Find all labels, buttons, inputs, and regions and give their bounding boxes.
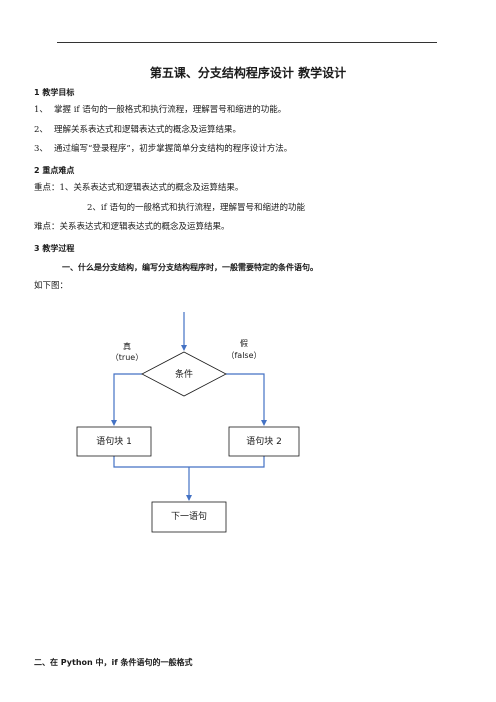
goal-text-2: 理解关系表达式和逻辑表达式的概念及运算结果。	[54, 125, 242, 135]
goal-item-3: 3、通过编写“登录程序”，初步掌握简单分支结构的程序设计方法。	[34, 144, 292, 155]
section-1-title: 一、什么是分支结构，编写分支结构程序时，一般需要特定的条件语句。	[62, 263, 318, 272]
condition-diamond	[141, 351, 227, 397]
section-2-title: 二、在 Python 中，if 条件语句的一般格式	[34, 658, 193, 667]
true-branch-line	[111, 373, 142, 426]
condition-label: 条件	[175, 368, 193, 380]
goal-num-1: 1、	[34, 105, 48, 115]
header-rule	[57, 42, 437, 43]
process-heading: 3 教学过程	[34, 244, 75, 253]
goal-num-3: 3、	[34, 144, 48, 154]
key-heading: 2 重点难点	[34, 166, 75, 175]
goal-item-1: 1、掌握 if 语句的一般格式和执行流程，理解冒号和缩进的功能。	[34, 105, 286, 116]
key-point-1: 重点：1、关系表达式和逻辑表达式的概念及运算结果。	[34, 183, 244, 193]
diagram-intro: 如下图：	[34, 281, 69, 291]
block-1-box	[76, 426, 152, 457]
goal-item-2: 2、理解关系表达式和逻辑表达式的概念及运算结果。	[34, 125, 241, 136]
goal-text-1: 掌握 if 语句的一般格式和执行流程，理解冒号和缩进的功能。	[54, 105, 287, 115]
next-statement-label: 下一语句	[171, 510, 207, 522]
goal-text-3: 通过编写“登录程序”，初步掌握简单分支结构的程序设计方法。	[54, 144, 293, 154]
block-2-box	[228, 426, 300, 457]
goal-num-2: 2、	[34, 125, 48, 135]
next-statement-box	[151, 501, 227, 533]
true-label: 真	[123, 341, 131, 351]
merge-line-left	[113, 456, 265, 468]
false-label: 假	[240, 339, 248, 348]
block-2-label: 语句块 2	[246, 435, 282, 447]
block-1-label: 语句块 1	[96, 435, 132, 447]
key-difficulty: 难点：关系表达式和逻辑表达式的概念及运算结果。	[34, 222, 230, 232]
goals-heading: 1 教学目标	[34, 88, 75, 97]
false-en-label: （false）	[226, 351, 261, 360]
false-branch-line	[226, 373, 267, 426]
key-point-2: 2、if 语句的一般格式和执行流程，理解冒号和缩进的功能	[87, 203, 305, 213]
true-en-label: （true）	[111, 353, 143, 362]
document-title: 第五课、分支结构程序设计 教学设计	[149, 66, 347, 80]
